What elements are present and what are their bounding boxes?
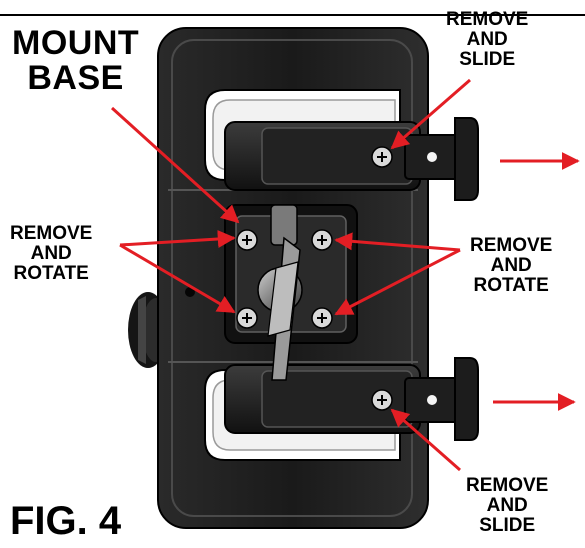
red-arrow-icon [110, 78, 580, 472]
phillips-screw-icon [236, 229, 258, 251]
remove-rotate-right-label: REMOVE AND ROTATE [470, 235, 553, 296]
remove-slide-top-label: REMOVE AND SLIDE [446, 9, 529, 70]
phillips-screw-icon [236, 307, 258, 329]
remove-rotate-left-label: REMOVE AND ROTATE [10, 223, 93, 284]
mount-base-label: MOUNT BASE [12, 24, 140, 97]
lower-slide-arm [224, 357, 479, 441]
phillips-screw-icon [311, 307, 333, 329]
figure-label: FIG. 4 [10, 499, 122, 543]
phillips-screw-icon [371, 146, 393, 168]
phillips-screw-icon [371, 389, 393, 411]
top-rule [0, 14, 585, 16]
ball-mount [257, 204, 303, 381]
phillips-screw-icon [311, 229, 333, 251]
remove-slide-bottom-label: REMOVE AND SLIDE [466, 475, 549, 536]
upper-slide-arm [224, 117, 479, 201]
